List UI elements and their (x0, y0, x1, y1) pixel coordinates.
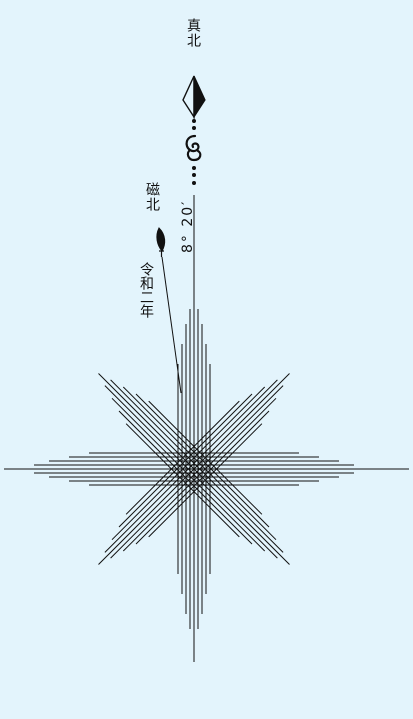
rose-diagonal-stroke (110, 385, 284, 559)
rose-diagonal-stroke (98, 373, 290, 565)
true-north-label: 真北 (185, 18, 201, 48)
compass-rose-lines (4, 195, 409, 662)
rose-diagonal-stroke (118, 393, 253, 528)
rose-diagonal-stroke (122, 397, 277, 552)
magnetic-north-needle-icon (156, 227, 166, 257)
scroll-ornament-icon (185, 119, 202, 185)
rose-diagonal-stroke (104, 379, 278, 553)
rose-diagonal-stroke (125, 400, 240, 515)
rose-diagonal-stroke (111, 386, 266, 541)
magnetic-north-label: 磁北 (144, 182, 160, 212)
true-north-needle-icon (182, 75, 206, 120)
era-year-label: 令和二年 (138, 262, 154, 318)
declination-angle-label: 8° 20′ (180, 199, 196, 253)
rose-diagonal-stroke (148, 423, 263, 538)
rose-diagonal-stroke (135, 410, 270, 545)
